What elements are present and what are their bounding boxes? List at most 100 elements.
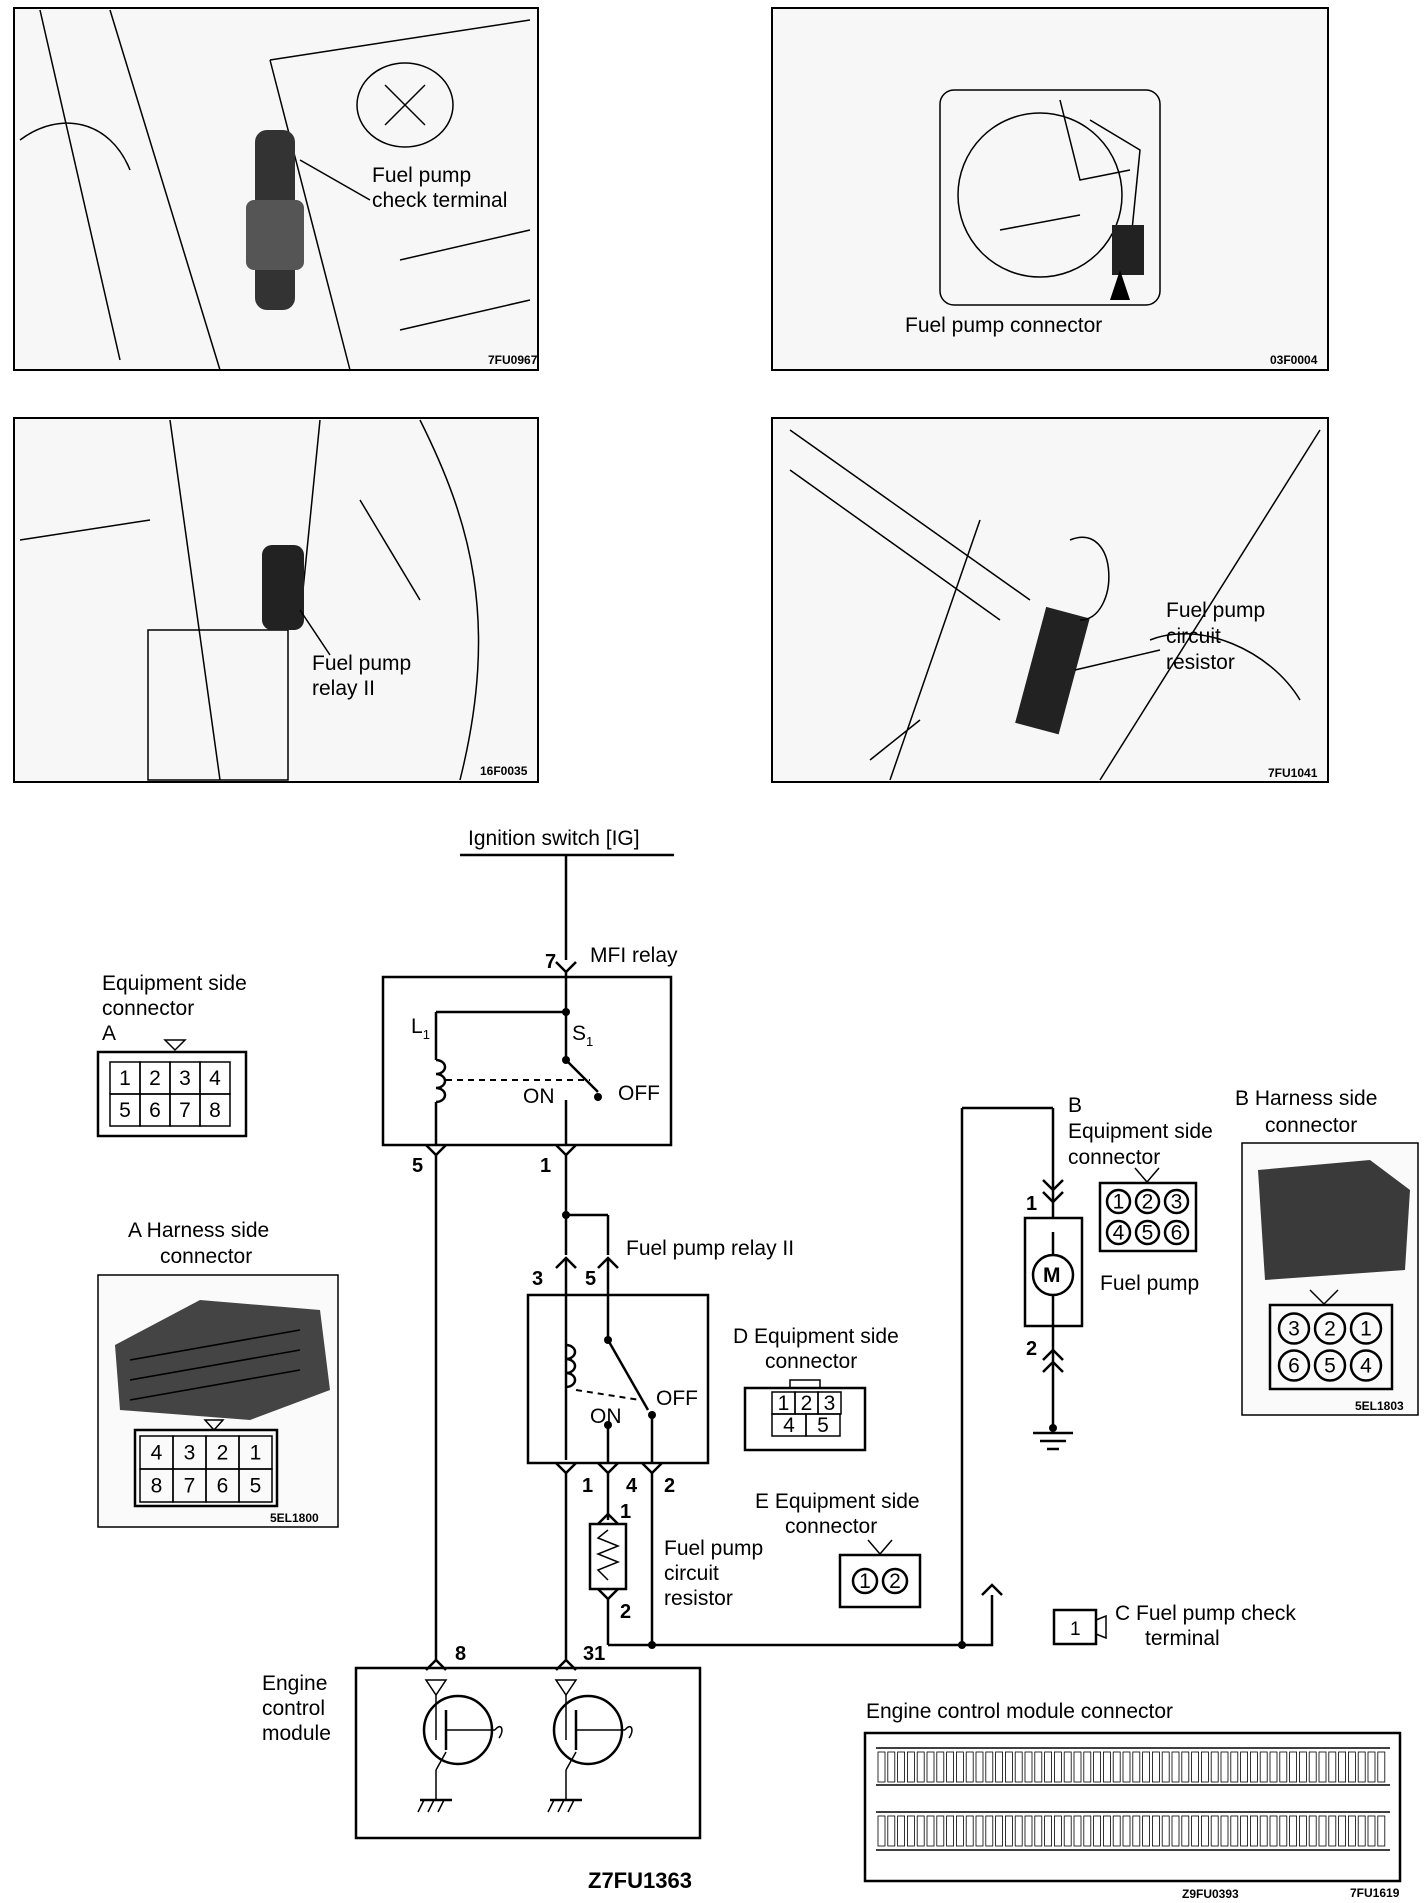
fp-on-label: ON — [590, 1405, 622, 1428]
pin-fp-3: 3 — [532, 1268, 543, 1290]
ecm-conn-pin — [1201, 1815, 1209, 1847]
c-label-2: terminal — [1145, 1627, 1220, 1650]
b-harness-cells-pin — [1313, 1312, 1347, 1345]
b-harness-label-2: connector — [1265, 1114, 1357, 1137]
ecm-conn-pin — [1181, 1751, 1190, 1783]
b-harness-cells-pin-label: 4 — [1360, 1355, 1372, 1378]
ecm-conn-pin — [877, 1751, 886, 1783]
b-harness-cells-pin-label: 3 — [1288, 1318, 1300, 1341]
ecm-conn-pin — [1289, 1751, 1297, 1783]
photo1-label-line2: check terminal — [372, 189, 507, 212]
ecm-conn-pin — [946, 1815, 954, 1847]
a-harness-cells-pin-label: 3 — [184, 1442, 196, 1465]
photo-fuel-pump-circuit-resistor: Fuel pump circuit resistor 7FU1041 — [771, 417, 1329, 783]
ecm-conn-pin — [1259, 1751, 1268, 1783]
a-harness-cells-pin-label: 5 — [250, 1475, 262, 1498]
ecm-conn-pin — [1348, 1751, 1356, 1783]
ecm-conn-pin — [1230, 1751, 1239, 1783]
b-equip-label-1: Equipment side — [1068, 1120, 1213, 1143]
ecm-conn-pin — [1338, 1815, 1346, 1847]
a-harness-label-2: connector — [160, 1245, 252, 1268]
ecm-conn-pin — [1132, 1751, 1141, 1783]
b-equip-cells-pin — [1134, 1219, 1161, 1246]
resistor-label-1: Fuel pump — [664, 1537, 763, 1560]
ecm-conn-pin — [1044, 1751, 1052, 1783]
ecm-conn-pin — [1318, 1815, 1327, 1847]
photo4-label-line2: circuit — [1166, 625, 1221, 648]
a-equip-cells-pin-label: 7 — [179, 1099, 191, 1122]
d-equip-cells-cell — [805, 1413, 841, 1437]
fp-off-label: OFF — [656, 1387, 698, 1410]
ecm-conn-pin — [897, 1751, 905, 1783]
ecm-conn-pin — [1054, 1815, 1062, 1847]
b-harness-label-1: B Harness side — [1235, 1087, 1377, 1110]
ecm-conn-pin — [936, 1815, 945, 1847]
photo4-label-line3: resistor — [1166, 651, 1235, 674]
e-equip-label-2: connector — [785, 1515, 877, 1538]
coil-l1: L1 — [411, 1015, 430, 1042]
pin-fp-out-2: 2 — [664, 1475, 675, 1497]
b-equip-cells-pin — [1163, 1188, 1190, 1215]
b-harness-cells-pin — [1277, 1349, 1311, 1382]
mfi-relay-box — [381, 975, 673, 1147]
ecm-conn-pin — [1083, 1751, 1092, 1783]
ecm-conn-pin — [1103, 1751, 1111, 1783]
ecm-conn-pin — [1024, 1815, 1033, 1847]
d-equip-cells-pin-label: 4 — [783, 1414, 795, 1437]
a-equip-label-2: connector — [102, 997, 194, 1020]
ecm-conn-pin — [926, 1751, 935, 1783]
ecm-conn-pin — [1250, 1751, 1258, 1783]
a-equip-cells-pin-label: 5 — [119, 1099, 131, 1122]
pin-fp-out-4: 4 — [626, 1475, 638, 1497]
b-harness-cells-pin-label: 5 — [1324, 1355, 1336, 1378]
ecm-conn-pin — [916, 1751, 925, 1783]
ecm-conn-pin — [1152, 1815, 1160, 1847]
photo-fuel-pump-connector: Fuel pump connector 03F0004 — [771, 7, 1329, 371]
a-harness-cells-pin-label: 1 — [250, 1442, 262, 1465]
b-equip-cells-pin-label: 4 — [1113, 1222, 1125, 1245]
ecm-conn-pin — [1308, 1751, 1317, 1783]
ignition-label: Ignition switch [IG] — [468, 827, 640, 850]
ecm-conn-pin — [1338, 1751, 1346, 1783]
e-equip-label-1: E Equipment side — [755, 1490, 920, 1513]
ecm-conn-pin — [897, 1815, 905, 1847]
e-equip-cells-pin — [881, 1567, 909, 1595]
ecm-conn-pin — [916, 1815, 925, 1847]
pin-pump-2: 2 — [1026, 1338, 1037, 1360]
connector-b-harness: B Harness side connector 3 2 1 6 5 4 5EL1803 — [1235, 1087, 1419, 1416]
photo3-code: 16F0035 — [480, 764, 528, 778]
ecm-conn-pin — [1073, 1815, 1082, 1847]
ecm-conn-pin — [946, 1751, 954, 1783]
pin-fp-5: 5 — [585, 1268, 596, 1290]
ecm-conn-pin — [1142, 1751, 1150, 1783]
b-equip-label-2: connector — [1068, 1146, 1160, 1169]
b-harness-code: 5EL1803 — [1355, 1399, 1404, 1413]
ecm-conn-pin — [1044, 1815, 1052, 1847]
a-equip-cells-pin-label: 8 — [209, 1099, 221, 1122]
page-code: 7FU1619 — [1350, 1886, 1400, 1898]
b-equip-cells-pin-label: 1 — [1113, 1191, 1125, 1214]
ecm-conn-code: Z9FU0393 — [1182, 1887, 1239, 1898]
ecm-conn-pin — [1328, 1751, 1337, 1783]
b-equip-letter: B — [1068, 1094, 1082, 1117]
a-equip-cells-pin-label: 2 — [149, 1067, 161, 1090]
ecm-conn-pin — [1132, 1815, 1141, 1847]
ecm-conn-pin — [1367, 1815, 1376, 1847]
ecm-conn-pin — [1171, 1751, 1180, 1783]
ecm-conn-pin — [975, 1751, 984, 1783]
pin-mfi-5: 5 — [412, 1155, 423, 1177]
ecm-conn-pin — [907, 1751, 915, 1783]
b-harness-cells-pin-label: 6 — [1288, 1355, 1300, 1378]
ecm-conn-pin — [956, 1751, 964, 1783]
b-harness-cells-pin-label: 1 — [1360, 1318, 1372, 1341]
ecm-conn-pin — [1328, 1815, 1337, 1847]
b-harness-cells-pin-label: 2 — [1324, 1318, 1336, 1341]
ecm-conn-pin — [995, 1815, 1003, 1847]
fp-relay-label: Fuel pump relay II — [626, 1237, 794, 1260]
ecm-conn-pin — [985, 1815, 994, 1847]
a-harness-cells-cell — [238, 1468, 273, 1503]
ecm-conn-pin — [1220, 1751, 1229, 1783]
ecm-conn-pin — [1112, 1751, 1121, 1783]
